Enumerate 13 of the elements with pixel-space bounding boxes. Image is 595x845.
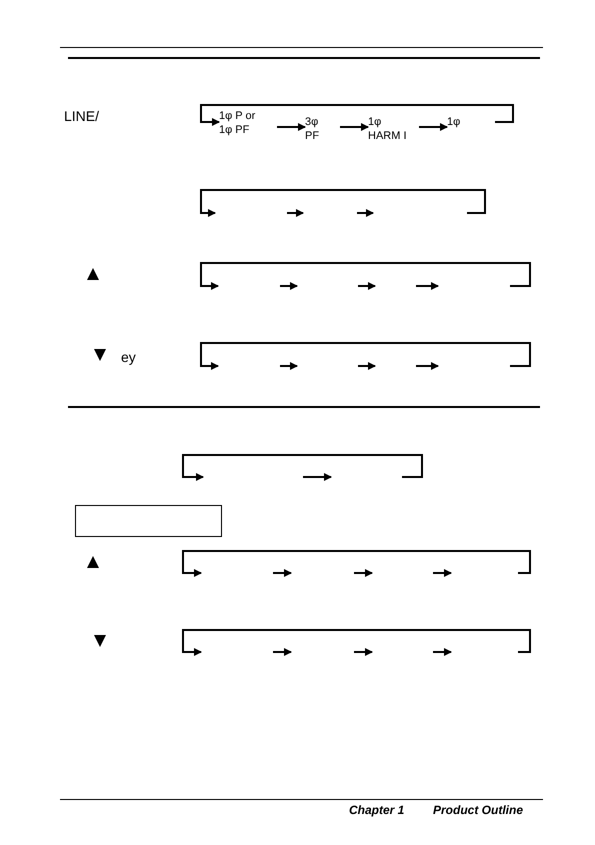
- footer-text: Product Outline: [433, 802, 523, 819]
- arrow: [340, 123, 369, 131]
- empty-box: [75, 505, 222, 537]
- label-text: LINE/: [64, 107, 100, 126]
- arrow: [277, 123, 306, 131]
- mode-text: 1φ HARM I: [368, 115, 416, 143]
- mode-text: 1φ P or 1φ PF: [219, 109, 259, 151]
- footer-text: Chapter 1: [349, 802, 404, 819]
- arrow: [419, 123, 448, 131]
- label-text: ey: [121, 348, 136, 367]
- mode-text: 1φ: [447, 115, 495, 129]
- mode-text: 3φ PF: [305, 115, 335, 143]
- arrow: [200, 104, 514, 126]
